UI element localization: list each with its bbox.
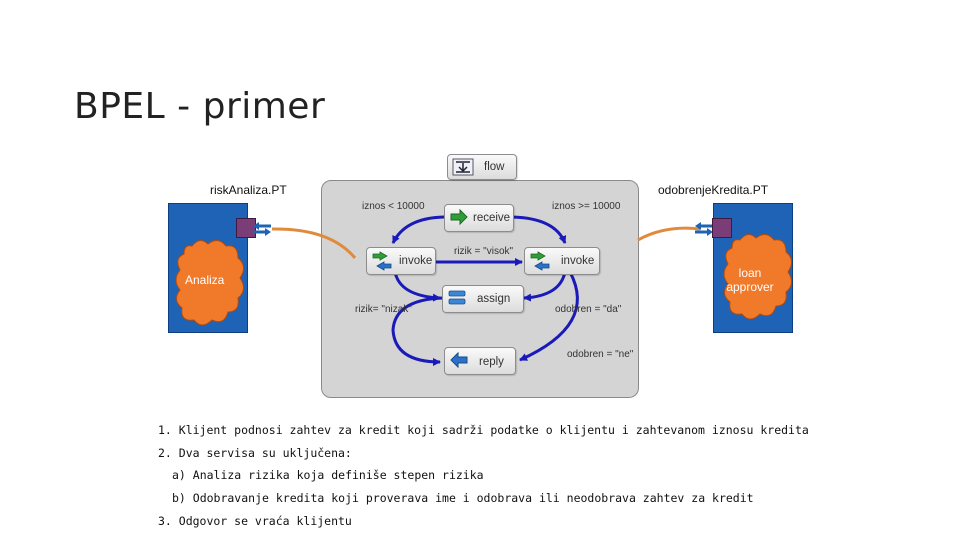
receive-activity[interactable]: receive (444, 204, 514, 232)
left-port-arrows-icon (253, 222, 271, 236)
condition-risk-high: rizik = "visok" (454, 246, 514, 257)
left-partner-port (236, 218, 256, 238)
right-service-line2: approver (726, 280, 774, 294)
reply-arrow-icon (450, 351, 468, 369)
assign-icon (448, 290, 466, 305)
right-partner-port (712, 218, 732, 238)
condition-amount-high: iznos >= 10000 (552, 201, 621, 212)
receive-label: receive (473, 212, 511, 224)
right-service-label: loan approver (722, 266, 778, 294)
analiza-cloud-icon (175, 240, 244, 326)
flow-activity[interactable]: flow (447, 154, 517, 180)
right-port-arrows-icon (695, 222, 713, 236)
assign-label: assign (477, 293, 511, 305)
flow-icon (452, 158, 474, 176)
left-partner-type: riskAnaliza.PT (210, 183, 287, 197)
right-partner-type: odobrenjeKredita.PT (658, 183, 769, 197)
step-2: 2. Dva servisa su uključena: (158, 446, 352, 460)
loan-approver-cloud-icon (723, 234, 792, 320)
flow-label: flow (484, 161, 505, 173)
right-service-line1: loan (738, 266, 762, 280)
step-2a: a) Analiza rizika koja definiše stepen r… (172, 468, 484, 482)
reply-label: reply (479, 356, 504, 368)
step-3: 3. Odgovor se vraća klijentu (158, 514, 352, 528)
reply-activity[interactable]: reply (444, 347, 516, 375)
invoke-left-label: invoke (399, 255, 433, 267)
invoke-left-activity[interactable]: invoke (366, 247, 436, 275)
partner-link-right (637, 226, 701, 242)
step-1: 1. Klijent podnosi zahtev za kredit koji… (158, 423, 809, 437)
invoke-left-arrows-icon (372, 251, 392, 271)
left-service-label: Analiza (185, 273, 225, 287)
invoke-right-label: invoke (561, 255, 595, 267)
invoke-right-activity[interactable]: invoke (524, 247, 600, 275)
assign-activity[interactable]: assign (442, 285, 524, 313)
condition-risk-low: rizik= "nizak" (355, 304, 412, 315)
condition-approved-no: odobren = "ne" (567, 349, 634, 360)
slide-title: BPEL - primer (74, 86, 326, 127)
receive-arrow-icon (450, 208, 468, 226)
condition-approved-yes: odobren = "da" (555, 304, 622, 315)
condition-amount-low: iznos < 10000 (362, 201, 425, 212)
invoke-right-arrows-icon (530, 251, 550, 271)
step-2b: b) Odobravanje kredita koji proverava im… (172, 491, 754, 505)
